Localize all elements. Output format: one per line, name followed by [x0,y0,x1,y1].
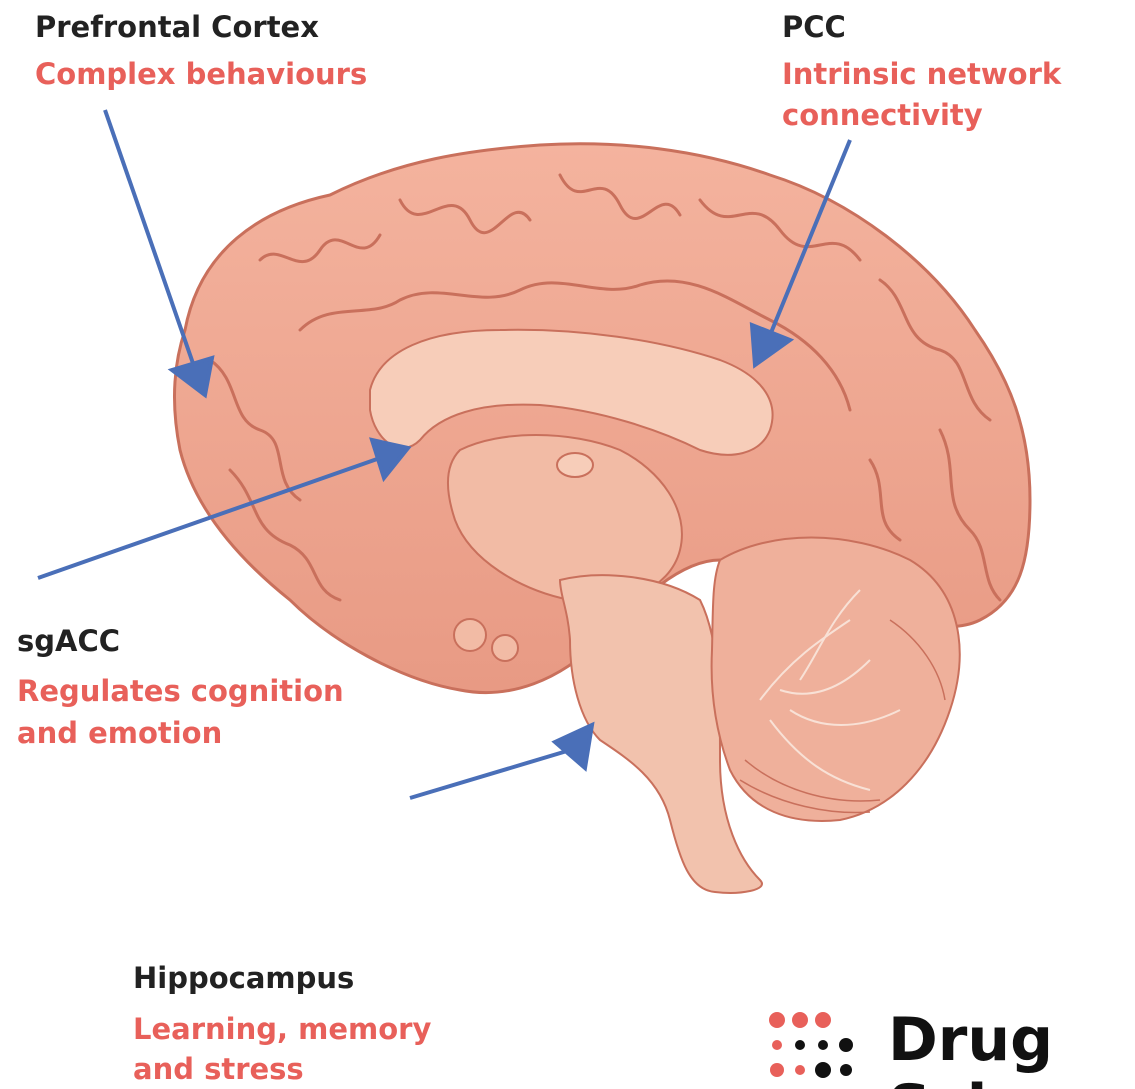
hippocampus-name: Hippocampus [133,959,354,997]
pineal-area [557,453,593,477]
pituitary [454,619,486,651]
pcc-role-line1: Intrinsic network [782,55,1061,93]
hippocampus-role-line2: and stress [133,1050,304,1088]
sgacc-role-line1: Regulates cognition [17,672,344,710]
logo-wordmark: Drug [888,1005,1053,1075]
pcc-name: PCC [782,8,846,46]
hippocampus-arrow-line [410,748,577,798]
logo-wordmark-second-line: Sci [888,1072,987,1089]
prefrontal-cortex-name: Prefrontal Cortex [35,8,319,46]
prefrontal-cortex-role: Complex behaviours [35,55,367,93]
prefrontal-arrow-line [105,110,196,372]
sgacc-role-line2: and emotion [17,714,222,752]
drugsci-logo: Drug Sci [768,1000,1068,1089]
hippocampus-role-line1: Learning, memory [133,1010,431,1048]
hippocampus-arrow-head [555,725,592,768]
mammillary-body [492,635,518,661]
pcc-role-line2: connectivity [782,96,983,134]
sgacc-name: sgACC [17,622,120,660]
